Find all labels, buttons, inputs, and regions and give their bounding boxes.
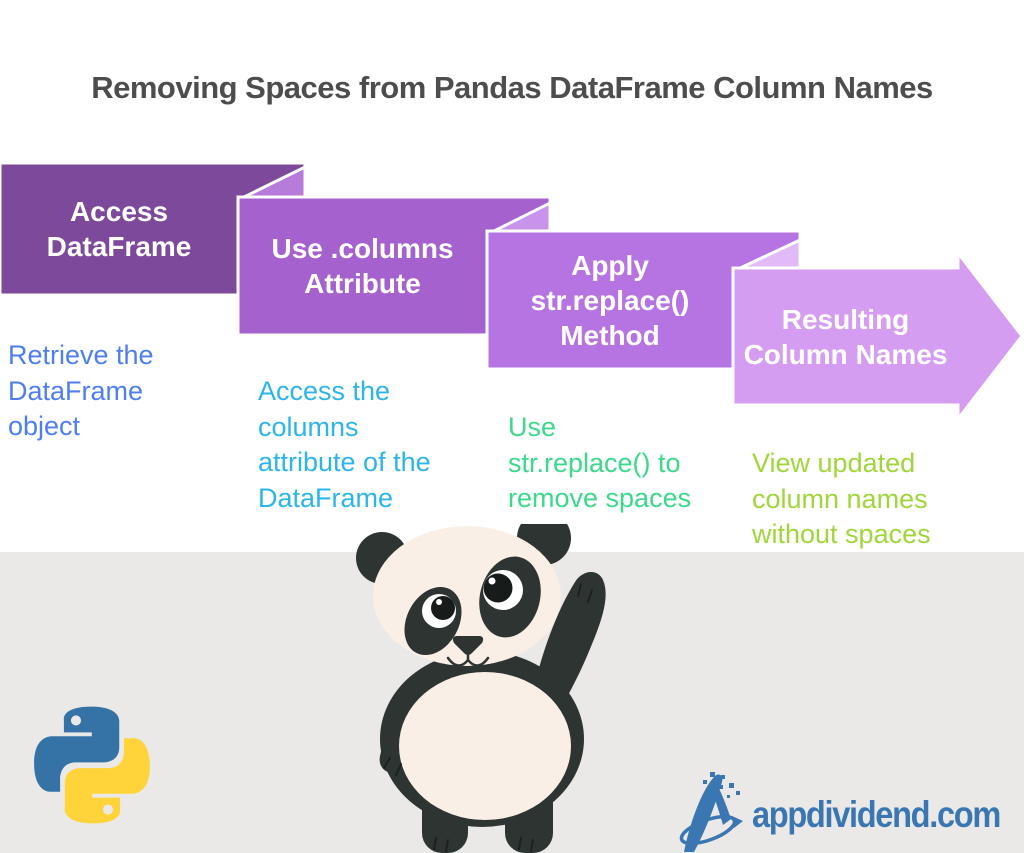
step-4-description-line: View updated bbox=[752, 448, 916, 478]
step-1-label: Access DataFrame bbox=[0, 163, 238, 295]
step-1-label-line: Access bbox=[69, 196, 169, 227]
step-3-description: Use str.replace() to remove spaces bbox=[508, 410, 691, 517]
page-title: Removing Spaces from Pandas DataFrame Co… bbox=[91, 70, 933, 105]
step-3-description-line: remove spaces bbox=[508, 483, 692, 513]
step-3-description-line: str.replace() to bbox=[508, 447, 681, 478]
step-3-label-line: Method bbox=[560, 319, 660, 351]
step-3-label-line: str.replace() bbox=[530, 284, 690, 316]
step-4-description-line: column names bbox=[752, 483, 928, 514]
panda-mascot-illustration bbox=[356, 524, 606, 853]
step-2-description-line: attribute of the bbox=[258, 447, 431, 477]
step-2-label: Use .columns Attribute bbox=[238, 197, 487, 335]
step-4-arrow-ribbon bbox=[731, 248, 1024, 424]
step-3-description-line: Use bbox=[508, 412, 557, 442]
appdividend-logo-icon bbox=[679, 772, 743, 852]
step-3-label: Apply str.replace() Method bbox=[487, 231, 733, 369]
appdividend-website-text: appdividend.com bbox=[752, 794, 1001, 835]
step-4-description-line: without spaces bbox=[752, 519, 931, 549]
step-4-label: Resulting Column Names bbox=[733, 268, 958, 405]
step-3-label-line: Apply bbox=[571, 249, 649, 281]
step-1-label-line: DataFrame bbox=[46, 231, 192, 262]
step-4-description: View updated column names without spaces bbox=[752, 446, 931, 553]
step-2-description-line: DataFrame bbox=[258, 482, 394, 513]
step-2-label-line: Use .columns bbox=[271, 233, 454, 264]
step-4-label-line: Resulting bbox=[781, 303, 910, 335]
step-1-description-line: Retrieve the bbox=[8, 340, 154, 370]
step-2-description-line: columns bbox=[258, 411, 359, 442]
python-logo-icon bbox=[34, 706, 150, 824]
step-1-description-line: object bbox=[8, 411, 81, 441]
step-1-description-line: DataFrame bbox=[8, 375, 144, 406]
step-1-description: Retrieve the DataFrame object bbox=[8, 338, 154, 445]
step-2-description-line: Access the bbox=[258, 376, 391, 406]
step-2-label-line: Attribute bbox=[304, 268, 421, 299]
step-4-label-line: Column Names bbox=[743, 338, 948, 370]
step-2-description: Access the columns attribute of the Data… bbox=[258, 374, 431, 516]
